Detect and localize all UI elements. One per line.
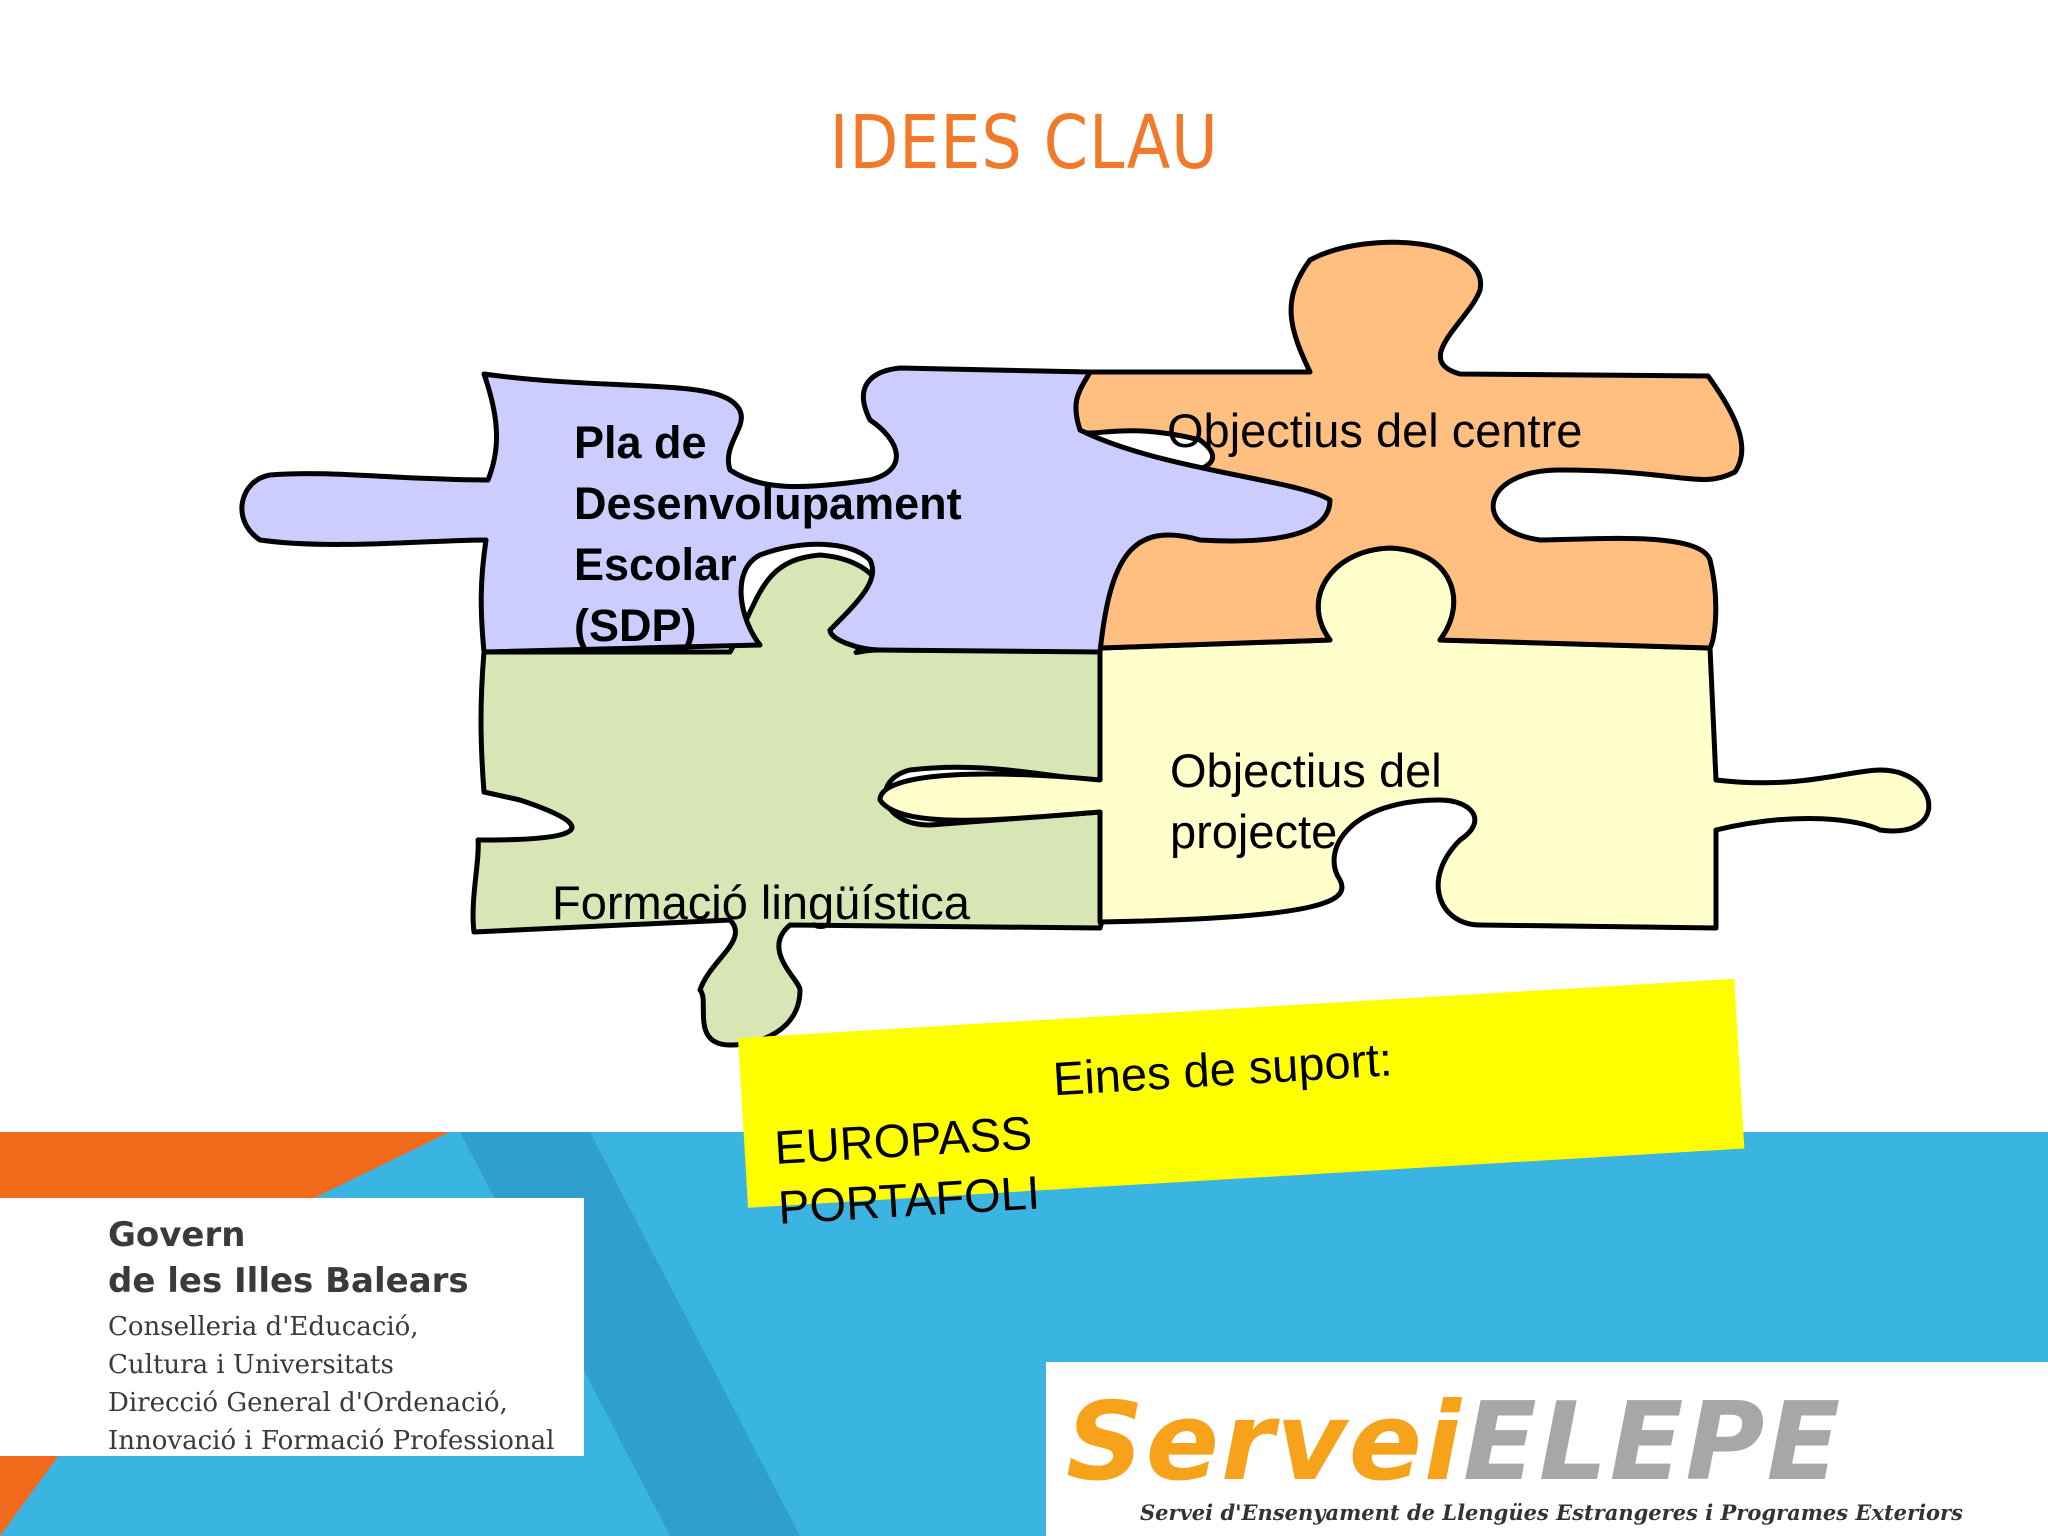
govern-department-line: Direcció General d'Ordenació, [108,1388,508,1418]
sdp-label-line: Pla de [574,417,707,468]
govern-department-line: Cultura i Universitats [108,1350,394,1380]
govern-department-line: Innovació i Formació Professional [108,1426,555,1456]
logo-part-servei: Servei [1066,1380,1463,1505]
govern-name-line: de les Illes Balears [108,1261,469,1301]
servei-elepe-logo-box: ServeiELEPE Servei d'Ensenyament de Llen… [1046,1362,2048,1536]
centre-label: Objectius del centre [1167,404,1583,457]
servei-elepe-logo: ServeiELEPE [1066,1380,1842,1505]
footer-orange-band-lower [0,1440,70,1536]
govern-name: Govern de les Illes Balears [108,1212,469,1304]
sdp-label: Pla de Desenvolupament Escolar (SDP) [574,412,962,656]
logo-part-elepe: ELEPE [1462,1380,1843,1505]
formacio-label: Formació lingüística [552,876,970,929]
slide-title: IDEES CLAU [829,100,1219,186]
sdp-label-line: Escolar [574,539,737,590]
sdp-label-line: Desenvolupament [574,478,962,529]
govern-departments: Conselleria d'Educació, Cultura i Univer… [108,1308,554,1460]
govern-name-line: Govern [108,1215,246,1255]
support-tools-title: Eines de suport: [1051,1032,1394,1106]
projecte-label-line: Objectius del [1170,744,1442,797]
puzzle-piece-sdp [239,365,1333,655]
support-tools-list: EUROPASS PORTAFOLI [773,1103,1042,1238]
projecte-label-line: projecte [1170,805,1338,858]
sdp-label-line: (SDP) [574,600,697,651]
govern-logo-box: Govern de les Illes Balears Conselleria … [0,1198,584,1456]
govern-department-line: Conselleria d'Educació, [108,1312,419,1342]
projecte-label: Objectius del projecte [1170,740,1442,862]
servei-elepe-tagline: Servei d'Ensenyament de Llengües Estrang… [1140,1500,1963,1525]
puzzle [239,239,1932,1048]
